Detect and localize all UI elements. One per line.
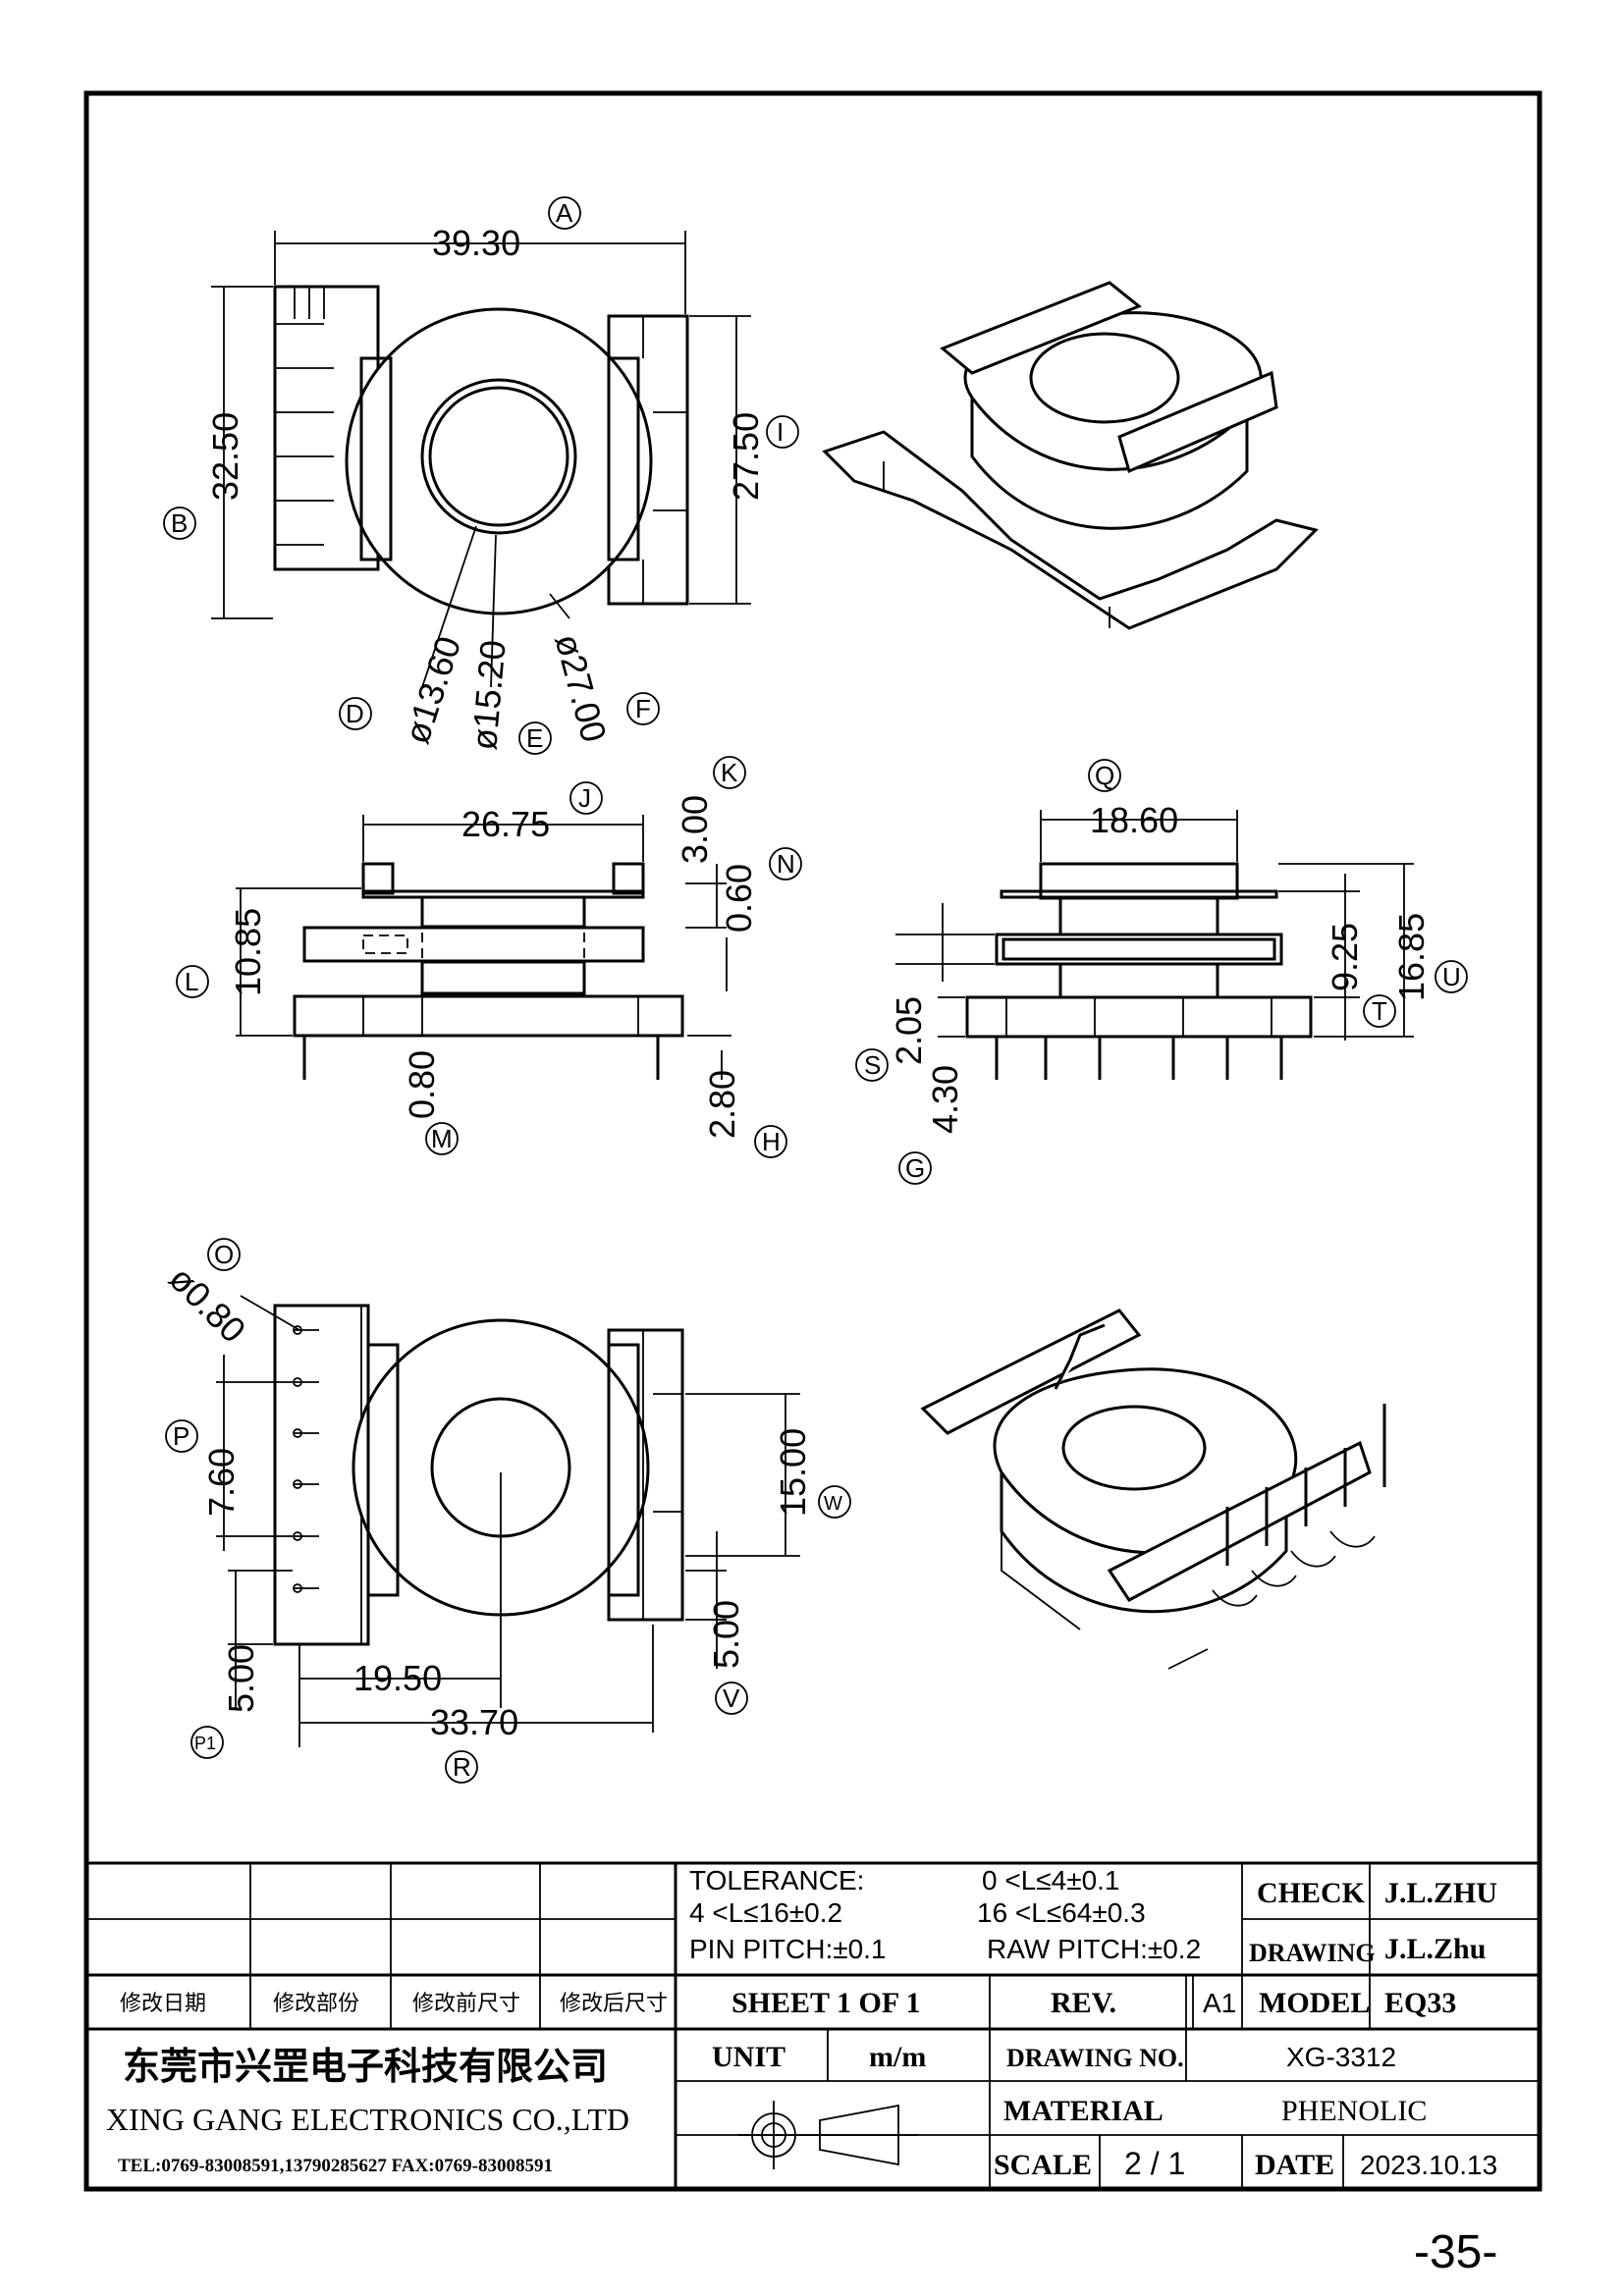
dim-top-d: ø13.60 [397, 631, 469, 748]
iso-view-top [822, 281, 1319, 630]
rev-col-date: 修改日期 [120, 1992, 206, 2016]
company-name-en: XING GANG ELECTRONICS CO.,LTD [106, 2102, 629, 2137]
company-name-cn: 东莞市兴罡电子科技有限公司 [123, 2045, 608, 2088]
title-block: TOLERANCE: 0 <L≤4±0.1 4 <L≤16±0.2 16 <L≤… [86, 1861, 1540, 2189]
label-q: Q [1095, 761, 1114, 790]
dim-top-b: 32.50 [205, 412, 245, 501]
unit-label: UNIT [712, 2041, 785, 2073]
pin-pitch: PIN PITCH:±0.1 [689, 1934, 887, 1964]
label-p1: P1 [194, 1734, 216, 1753]
label-n: N [777, 849, 795, 879]
label-v: V [723, 1683, 740, 1713]
material-value: PHENOLIC [1281, 2095, 1427, 2127]
drawing-no-label: DRAWING NO. [1006, 2044, 1184, 2072]
dim-bottom-w: 15.00 [773, 1428, 813, 1517]
side-view: 26.75 10.85 3.00 0.60 0.80 2.80 [228, 795, 759, 1139]
dim-top-f: ø27.00 [547, 629, 615, 746]
model-value: EQ33 [1384, 1987, 1456, 2019]
date-label: DATE [1255, 2149, 1334, 2181]
iso-view-bottom [920, 1308, 1386, 1670]
scale-label: SCALE [994, 2149, 1092, 2181]
dim-side-k: 3.00 [675, 795, 715, 864]
rev-col-after: 修改后尺寸 [560, 1992, 668, 2016]
label-p: P [173, 1421, 189, 1451]
label-k: K [721, 758, 738, 787]
label-e: E [526, 723, 543, 753]
rev-col-before: 修改前尺寸 [412, 1992, 520, 2016]
dim-bottom-o: ø0.80 [161, 1258, 253, 1351]
drawing-value: J.L.Zhu [1384, 1933, 1486, 1965]
label-l: L [185, 967, 198, 996]
label-m: M [431, 1124, 453, 1153]
dim-side-m: 0.80 [402, 1050, 442, 1119]
circle-labels: A B I D E F J K N L M H Q T U S G O P P1… [163, 196, 1468, 1784]
dim-bottom-v: 5.00 [706, 1600, 746, 1669]
rev-value: A1 [1203, 1988, 1236, 2018]
rev-label: REV. [1051, 1987, 1116, 2019]
top-view: 39.30 32.50 27.50 ø13.60 ø15.20 ø27.00 [205, 223, 766, 752]
company-contact: TEL:0769-83008591,13790285627 FAX:0769-8… [118, 2156, 553, 2176]
dim-top-i: 27.50 [726, 412, 766, 501]
tolerance-label: TOLERANCE: [689, 1865, 864, 1896]
label-f: F [635, 694, 651, 723]
label-w: W [824, 1493, 842, 1515]
bottom-view: ø0.80 7.60 5.00 15.00 5.00 19.50 33.70 [161, 1258, 813, 1747]
label-d: D [346, 699, 364, 728]
label-j: J [578, 783, 591, 813]
check-value: J.L.ZHU [1384, 1877, 1497, 1909]
dim-front-g: 4.30 [925, 1065, 965, 1134]
scale-value: 2 / 1 [1124, 2146, 1185, 2181]
dim-bottom-r1: 19.50 [353, 1658, 442, 1698]
label-a: A [556, 198, 573, 228]
dim-front-q: 18.60 [1090, 800, 1178, 840]
date-value: 2023.10.13 [1360, 2150, 1497, 2180]
label-i: I [777, 417, 784, 447]
dim-front-u: 16.85 [1391, 913, 1432, 1001]
front-view: 18.60 9.25 16.85 2.05 4.30 [889, 800, 1432, 1134]
check-label: CHECK [1257, 1877, 1366, 1909]
label-o: O [214, 1240, 234, 1269]
sheet-border [83, 90, 1543, 2192]
page-number: -35- [1414, 2226, 1497, 2278]
label-s: S [864, 1050, 881, 1080]
sheet-info: SHEET 1 OF 1 [731, 1987, 921, 2019]
tolerance-3: 16 <L≤64±0.3 [977, 1897, 1146, 1928]
label-b: B [171, 508, 188, 538]
dim-bottom-r: 33.70 [430, 1702, 518, 1742]
dim-top-e: ø15.20 [463, 638, 514, 751]
dim-top-a: 39.30 [432, 223, 520, 263]
label-t: T [1372, 996, 1387, 1026]
dim-bottom-p: 7.60 [201, 1448, 242, 1517]
projection-symbol [738, 2101, 918, 2169]
drawing-no-value: XG-3312 [1286, 2042, 1396, 2072]
label-h: H [762, 1127, 781, 1156]
dim-side-j: 26.75 [461, 804, 550, 844]
drawing-label: DRAWING [1249, 1939, 1376, 1967]
dim-side-l: 10.85 [228, 908, 268, 996]
material-label: MATERIAL [1003, 2095, 1164, 2127]
rev-col-part: 修改部份 [273, 1992, 359, 2016]
dim-side-h: 2.80 [702, 1070, 742, 1139]
label-u: U [1442, 962, 1461, 991]
tolerance-2: 4 <L≤16±0.2 [689, 1897, 842, 1928]
label-g: G [905, 1153, 925, 1183]
unit-value: m/m [869, 2041, 926, 2073]
tolerance-1: 0 <L≤4±0.1 [982, 1865, 1120, 1896]
dim-front-s: 2.05 [889, 996, 929, 1065]
label-r: R [453, 1752, 471, 1782]
dim-bottom-p1: 5.00 [221, 1644, 261, 1713]
model-label: MODEL [1259, 1987, 1370, 2019]
raw-pitch: RAW PITCH:±0.2 [987, 1934, 1201, 1964]
dim-side-n: 0.60 [719, 864, 759, 933]
dim-front-t: 9.25 [1325, 923, 1365, 991]
